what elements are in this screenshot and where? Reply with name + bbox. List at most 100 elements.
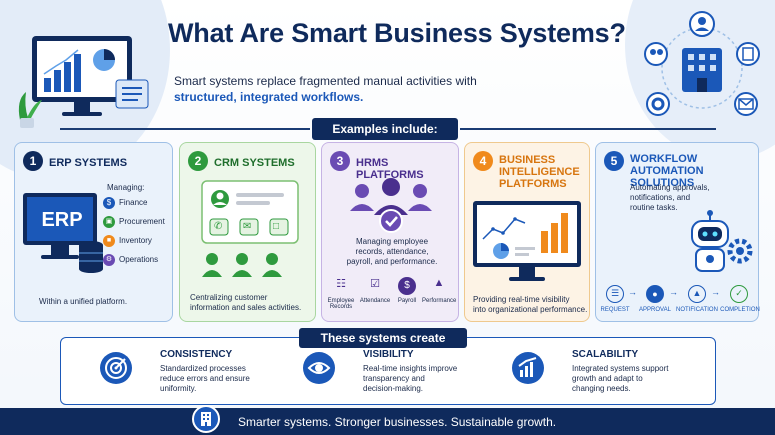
inventory-icon: ■ <box>103 235 115 247</box>
card-number: 3 <box>330 151 350 171</box>
footer-tagline: Smarter systems. Stronger businesses. Su… <box>238 415 557 429</box>
card-number: 4 <box>473 151 493 171</box>
notification-bell-icon: ▲ <box>688 285 706 303</box>
phone-icon: ✆ <box>214 221 223 232</box>
erp-screen-label: ERP <box>41 209 83 231</box>
subtitle-highlight: structured, integrated workflows. <box>174 90 364 104</box>
erp-item-label: Procurement <box>119 217 165 226</box>
benefit-text-line: changing needs. <box>572 384 631 393</box>
card-crm-systems: 2 CRM SYSTEMS ✆ ✉ □ Centralizing custome… <box>179 142 316 322</box>
eye-icon <box>303 352 335 384</box>
footer-bar <box>0 408 775 435</box>
step-arrow-icon: → <box>669 287 678 297</box>
target-icon <box>100 352 132 384</box>
completion-icon: ✓ <box>730 285 748 303</box>
page-title: What Are Smart Business Systems? <box>168 18 626 48</box>
card-workflow-automation: 5 WORKFLOW AUTOMATION SOLUTIONS Automati… <box>595 142 760 322</box>
crm-caption: Centralizing customer information and sa… <box>190 293 301 313</box>
benefit-title: CONSISTENCY <box>160 349 233 360</box>
benefit-text-line: uniformity. <box>160 384 197 393</box>
create-label: These systems create <box>299 328 467 348</box>
bi-caption: Providing real-time visibility into orga… <box>473 295 587 315</box>
benefit-text-line: decision-making. <box>363 384 424 393</box>
examples-divider-left <box>60 128 310 130</box>
payroll-icon: $ <box>398 277 416 295</box>
hrms-desc-line: records, attendance, <box>355 247 429 256</box>
chat-icon: □ <box>273 221 280 232</box>
analytics-dashboard-icon <box>473 201 581 281</box>
card-hrms-platforms: 3 HRMS PLATFORMS Managing employee recor… <box>321 142 459 322</box>
hrms-icon-label: Payroll <box>397 298 417 304</box>
procurement-icon: ▣ <box>103 216 115 228</box>
workflow-step-label: NOTIFICATION <box>676 307 718 313</box>
benefit-text: Standardized processes reduce errors and… <box>160 364 250 394</box>
hr-team-icon <box>350 178 432 233</box>
examples-divider-right <box>460 128 716 130</box>
step-arrow-icon: → <box>628 287 637 297</box>
crm-caption-line: Centralizing customer <box>190 293 268 302</box>
erp-item-label: Finance <box>119 198 148 207</box>
benefit-text-line: Standardized processes <box>160 364 246 373</box>
employee-records-icon: ☷ <box>336 278 346 290</box>
request-icon: ☰ <box>606 285 624 303</box>
workflow-desc-line: Automating approvals, <box>630 183 710 192</box>
erp-item-label: Inventory <box>119 236 152 245</box>
erp-monitor-icon <box>23 193 103 273</box>
erp-item-label: Operations <box>119 255 159 264</box>
card-title: HRMS PLATFORMS <box>356 157 424 181</box>
card-title: ERP SYSTEMS <box>49 157 128 169</box>
business-network-illustration <box>644 11 760 116</box>
workflow-desc-line: routine tasks. <box>630 203 678 212</box>
bi-caption-line: into organizational performance. <box>473 305 588 314</box>
workflow-step-label: APPROVAL <box>639 307 671 313</box>
bi-caption-line: Providing real-time visibility <box>473 295 570 304</box>
card-title: WORKFLOW AUTOMATION SOLUTIONS <box>630 153 758 189</box>
card-title-line: INTELLIGENCE <box>499 166 580 178</box>
finance-icon: $ <box>103 197 115 209</box>
card-number: 5 <box>604 151 624 171</box>
benefit-text-line: Integrated systems support <box>572 364 669 373</box>
card-number: 1 <box>23 151 43 171</box>
card-title-line: PLATFORMS <box>499 178 567 190</box>
robot-icon <box>691 210 753 272</box>
benefit-text-line: transparency and <box>363 374 425 383</box>
hrms-desc-line: payroll, and performance. <box>346 257 438 266</box>
benefit-title: SCALABILITY <box>572 349 639 360</box>
crm-caption-line: information and sales activities. <box>190 303 302 312</box>
erp-managing-label: Managing: <box>107 183 145 192</box>
workflow-step-label: REQUEST <box>600 307 630 313</box>
benefit-text-line: Real-time insights improve <box>363 364 458 373</box>
attendance-icon: ☑ <box>370 278 380 290</box>
erp-caption: Within a unified platform. <box>39 297 128 306</box>
hrms-icon-label: Employee Records <box>327 298 355 310</box>
operations-icon: ⚙ <box>103 254 115 266</box>
benefit-text: Real-time insights improve transparency … <box>363 364 457 394</box>
workflow-description: Automating approvals, notifications, and… <box>630 183 710 213</box>
workflow-step-label: COMPLETION <box>720 307 760 313</box>
hrms-desc-line: Managing employee <box>355 237 429 246</box>
card-erp-systems: 1 ERP SYSTEMS ERP Managing: $ Finance ▣ … <box>14 142 173 322</box>
approval-icon: ● <box>646 285 664 303</box>
hrms-description: Managing employee records, attendance, p… <box>340 237 444 267</box>
desktop-monitor-illustration <box>18 36 149 128</box>
benefit-title: VISIBILITY <box>363 349 414 360</box>
benefits-panel <box>60 337 716 405</box>
benefit-text-line: reduce errors and ensure <box>160 374 250 383</box>
performance-icon: ▲ <box>433 277 445 289</box>
card-title: CRM SYSTEMS <box>214 157 295 169</box>
benefit-text: Integrated systems support growth and ad… <box>572 364 669 394</box>
hrms-icon-label: Performance <box>422 298 457 304</box>
card-business-intelligence: 4 BUSINESS INTELLIGENCE PLATFORMS Provid… <box>464 142 590 322</box>
card-title-line: BUSINESS <box>499 154 556 166</box>
card-title-line: AUTOMATION SOLUTIONS <box>630 165 704 189</box>
page-subtitle: Smart systems replace fragmented manual … <box>174 73 514 105</box>
examples-label: Examples include: <box>312 118 458 140</box>
hrms-icon-label: Attendance <box>359 298 391 304</box>
growth-chart-icon <box>512 352 544 384</box>
subtitle-line: Smart systems replace fragmented manual … <box>174 74 477 88</box>
mail-icon: ✉ <box>243 221 252 232</box>
step-arrow-icon: → <box>711 287 720 297</box>
crm-contact-icon <box>201 180 299 277</box>
building-icon <box>192 405 220 433</box>
